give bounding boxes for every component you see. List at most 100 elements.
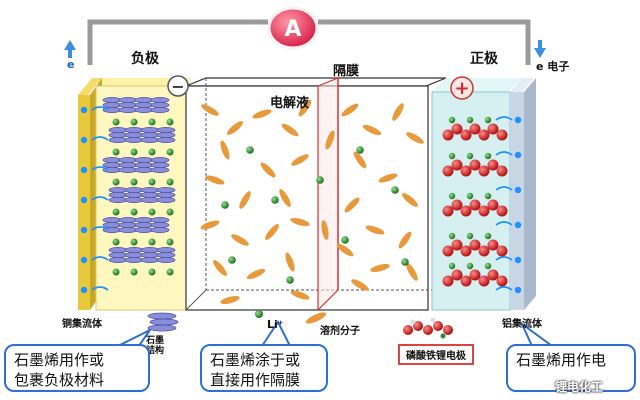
solvent-molecule [398, 231, 412, 249]
graphite-layer [118, 222, 138, 228]
solvent-molecule [344, 197, 360, 213]
solvent-molecule [220, 140, 230, 160]
lfp-particle [451, 239, 463, 251]
graphite-layer [134, 97, 154, 103]
graphite-layer [140, 197, 160, 203]
solvent-molecule [231, 234, 249, 246]
electron-path [91, 196, 109, 201]
electron-path [495, 286, 513, 291]
lfp-particle [442, 165, 454, 177]
electron-dot [514, 221, 522, 229]
graphite-layer [124, 257, 144, 263]
graphite-layer [140, 247, 160, 253]
lfp-particle [487, 199, 499, 211]
anode-li-ion [130, 148, 138, 156]
solvent-molecule [362, 124, 382, 136]
graphite-layer [140, 132, 160, 138]
graphite-structure-label-2: 结构 [146, 346, 165, 356]
graphite-layer [108, 252, 128, 258]
graphite-layer [108, 192, 128, 198]
cathode-li-ion [448, 152, 456, 160]
lfp-particle [478, 275, 490, 287]
graphite-layer [124, 197, 144, 203]
lfp-particle [496, 165, 508, 177]
electron-path [495, 151, 513, 156]
electrolyte-li-ion [341, 236, 349, 244]
graphite-layer [156, 187, 176, 193]
anode-li-ion [166, 178, 174, 186]
electron-path [91, 136, 109, 141]
lfp-particle [469, 123, 481, 135]
lfp-particle [496, 129, 508, 141]
graphite-layer [134, 227, 154, 233]
solvent-legend-icon [305, 312, 327, 324]
lfp-particle [442, 275, 454, 287]
electrolyte-li-ion [356, 146, 364, 154]
graphite-layer [134, 222, 154, 228]
graphite-layer [140, 137, 160, 143]
electron-path [495, 256, 513, 261]
lfp-particle [478, 245, 490, 257]
graphite-layer [118, 217, 138, 223]
graphite-layer [150, 97, 170, 103]
electrolyte-li-ion [391, 186, 399, 194]
lfp-particle [478, 205, 490, 217]
solvent-molecule [290, 217, 310, 227]
anode-li-ion [166, 238, 174, 246]
solvent-molecule [246, 268, 266, 280]
solvent-molecule [298, 99, 312, 117]
anode-li-ion [166, 118, 174, 126]
graphite-structure-label-1: 石墨 [146, 336, 165, 346]
callout-cathode-line1: 石墨烯用作电 [516, 351, 607, 369]
anode-li-ion [130, 208, 138, 216]
separator-label: 隔膜 [333, 64, 360, 79]
solvent-molecule [291, 154, 309, 166]
lfp-particle [442, 245, 454, 257]
anode-li-ion [112, 208, 120, 216]
electron-dot [80, 136, 88, 144]
anode-li-ion [112, 268, 120, 276]
graphite-layer [150, 227, 170, 233]
graphite-layer [150, 222, 170, 228]
graphite-layer [140, 187, 160, 193]
graphite-layer [150, 157, 170, 163]
electrolyte-li-ion [286, 276, 294, 284]
graphite-layer [118, 167, 138, 173]
graphite-layer [108, 187, 128, 193]
lfp-particle [478, 165, 490, 177]
aluminum-collector [510, 78, 536, 310]
electron-left-label: e [67, 58, 75, 71]
solvent-molecule [200, 220, 220, 230]
electron-dot [514, 186, 522, 194]
graphite-layer [124, 127, 144, 133]
anode-li-ion [112, 148, 120, 156]
graphite-layer [156, 257, 176, 263]
electron-path [495, 221, 513, 226]
solvent-molecule [402, 193, 418, 207]
cathode-li-ion [448, 192, 456, 200]
electron-dot [80, 286, 88, 294]
lfp-particle [469, 199, 481, 211]
graphite-layer [156, 132, 176, 138]
lfp-legend-icon [403, 317, 453, 339]
graphite-layer [108, 257, 128, 263]
electron-dot [80, 226, 88, 234]
solvent-molecule [321, 220, 329, 240]
electron-dot [514, 256, 522, 264]
solvent-molecule [279, 189, 291, 207]
lithium-ions [221, 146, 409, 284]
lfp-particle [442, 205, 454, 217]
solvent-molecule [392, 103, 404, 121]
anode-li-ion [148, 148, 156, 156]
lfp-particle [460, 275, 472, 287]
solvent-molecule [260, 162, 276, 178]
anode-li-ion [148, 238, 156, 246]
solvent-molecule [353, 151, 367, 169]
lfp-particle [451, 123, 463, 135]
negative-electrode-label: 负极 [131, 51, 159, 67]
graphite-layer [108, 197, 128, 203]
electrolyte-li-ion [228, 256, 236, 264]
graphite-layer [102, 222, 122, 228]
callout-anode: 石墨烯用作或 包裹负极材料 [4, 344, 150, 392]
graphite-layers [102, 97, 176, 276]
